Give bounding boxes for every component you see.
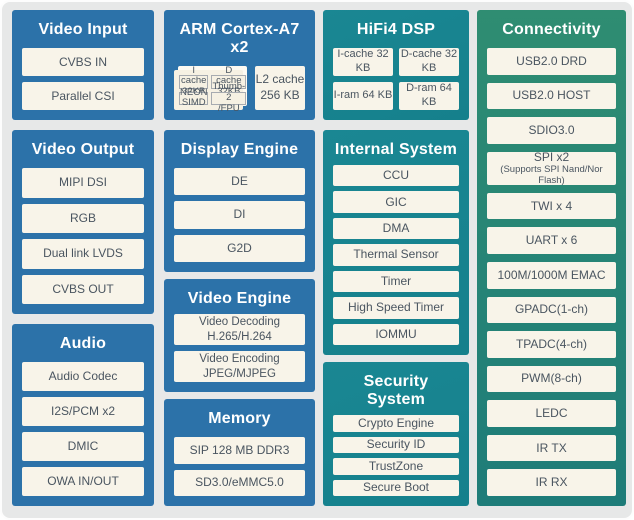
item-box: Thumb-2 /FPU <box>211 81 247 114</box>
item-list: DE DI G2D <box>174 168 305 262</box>
item-box: Crypto Engine <box>333 415 459 432</box>
item-box: Video Decoding H.265/H.264 <box>174 314 305 345</box>
block-title: Video Engine <box>187 290 292 307</box>
item-grid: I-cache 32 KB D-cache 32 KB I-ram 64 KB … <box>333 48 459 110</box>
item-box: SIP 128 MB DDR3 <box>174 437 305 464</box>
item-list: CCU GIC DMA Thermal Sensor Timer High Sp… <box>333 165 459 345</box>
block-video-engine: Video Engine Video Decoding H.265/H.264 … <box>164 279 315 392</box>
item-box: Dual link LVDS <box>22 239 144 269</box>
item-list: Crypto Engine Security ID TrustZone Secu… <box>333 415 459 496</box>
item-box: TPADC(4-ch) <box>487 331 616 358</box>
item-box: IR RX <box>487 469 616 496</box>
block-title: Video Input <box>38 21 128 38</box>
item-box: Thermal Sensor <box>333 244 459 266</box>
item-box: High Speed Timer <box>333 297 459 319</box>
item-box: DMA <box>333 217 459 240</box>
item-box: SD3.0/eMMC5.0 <box>174 469 305 496</box>
item-box: IOMMU <box>333 323 459 345</box>
item-box: SDIO3.0 <box>487 117 616 144</box>
item-box: I2S/PCM x2 <box>22 397 144 426</box>
item-box: SPI x2 (Supports SPI Nand/Nor Flash) <box>487 150 616 185</box>
item-box: IR TX <box>487 434 616 462</box>
item-box: Audio Codec <box>22 362 144 391</box>
item-box: USB2.0 HOST <box>487 82 616 110</box>
item-box: PWM(8-ch) <box>487 365 616 393</box>
item-box: D-ram 64 KB <box>399 82 459 110</box>
item-box: GIC <box>333 191 459 213</box>
item-box: DI <box>174 201 305 229</box>
item-box: Timer <box>333 270 459 293</box>
item-list: USB2.0 DRD USB2.0 HOST SDIO3.0 SPI x2 (S… <box>487 48 616 496</box>
item-box: DE <box>174 168 305 196</box>
block-title: HiFi4 DSP <box>356 21 436 38</box>
block-security-system: Security System Crypto Engine Security I… <box>323 362 469 506</box>
item-list: MIPI DSI RGB Dual link LVDS CVBS OUT <box>22 168 144 304</box>
block-title: ARM Cortex-A7 x2 <box>179 21 300 56</box>
item-list: SIP 128 MB DDR3 SD3.0/eMMC5.0 <box>174 437 305 496</box>
block-memory: Memory SIP 128 MB DDR3 SD3.0/eMMC5.0 <box>164 399 315 506</box>
item-box: MIPI DSI <box>22 168 144 198</box>
block-title: Audio <box>59 335 107 352</box>
item-box: RGB <box>22 203 144 233</box>
item-list: Audio Codec I2S/PCM x2 DMIC OWA IN/OUT <box>22 362 144 496</box>
item-box: Secure Boot <box>333 479 459 496</box>
item-box: 100M/1000M EMAC <box>487 262 616 289</box>
item-box: L2 cache 256 KB <box>255 66 305 110</box>
block-title: Display Engine <box>180 141 299 158</box>
item-box: G2D <box>174 234 305 262</box>
item-box: NEON SIMD <box>179 86 209 109</box>
item-box: I-cache 32 KB <box>333 48 393 76</box>
block-title: Internal System <box>334 141 458 158</box>
item-box: DMIC <box>22 432 144 461</box>
block-video-input: Video Input CVBS IN Parallel CSI <box>12 10 154 120</box>
item-box: OWA IN/OUT <box>22 467 144 496</box>
item-box: TrustZone <box>333 458 459 475</box>
block-audio: Audio Audio Codec I2S/PCM x2 DMIC OWA IN… <box>12 324 154 506</box>
item-list: Video Decoding H.265/H.264 Video Encodin… <box>174 314 305 382</box>
block-display-engine: Display Engine DE DI G2D <box>164 130 315 272</box>
item-box: Video Encoding JPEG/MJPEG <box>174 351 305 382</box>
item-box: I-ram 64 KB <box>333 82 393 110</box>
item-box: CVBS OUT <box>22 274 144 304</box>
block-title: Connectivity <box>502 21 601 38</box>
block-connectivity: Connectivity USB2.0 DRD USB2.0 HOST SDIO… <box>477 10 626 506</box>
item-box: GPADC(1-ch) <box>487 296 616 324</box>
item-box: LEDC <box>487 400 616 427</box>
item-box: CCU <box>333 165 459 187</box>
item-box: Security ID <box>333 436 459 453</box>
block-title: Memory <box>208 410 271 427</box>
item-box: D-cache 32 KB <box>399 48 459 76</box>
block-video-output: Video Output MIPI DSI RGB Dual link LVDS… <box>12 130 154 314</box>
item-box: CVBS IN <box>22 48 144 76</box>
item-box: UART x 6 <box>487 227 616 255</box>
block-title: Video Output <box>31 141 135 158</box>
block-title: Security System <box>363 373 429 408</box>
item-box: USB2.0 DRD <box>487 48 616 75</box>
item-list: CVBS IN Parallel CSI <box>22 48 144 110</box>
block-internal-system: Internal System CCU GIC DMA Thermal Sens… <box>323 130 469 355</box>
block-hifi4-dsp: HiFi4 DSP I-cache 32 KB D-cache 32 KB I-… <box>323 10 469 120</box>
item-box: TWI x 4 <box>487 192 616 220</box>
item-box: Parallel CSI <box>22 82 144 110</box>
